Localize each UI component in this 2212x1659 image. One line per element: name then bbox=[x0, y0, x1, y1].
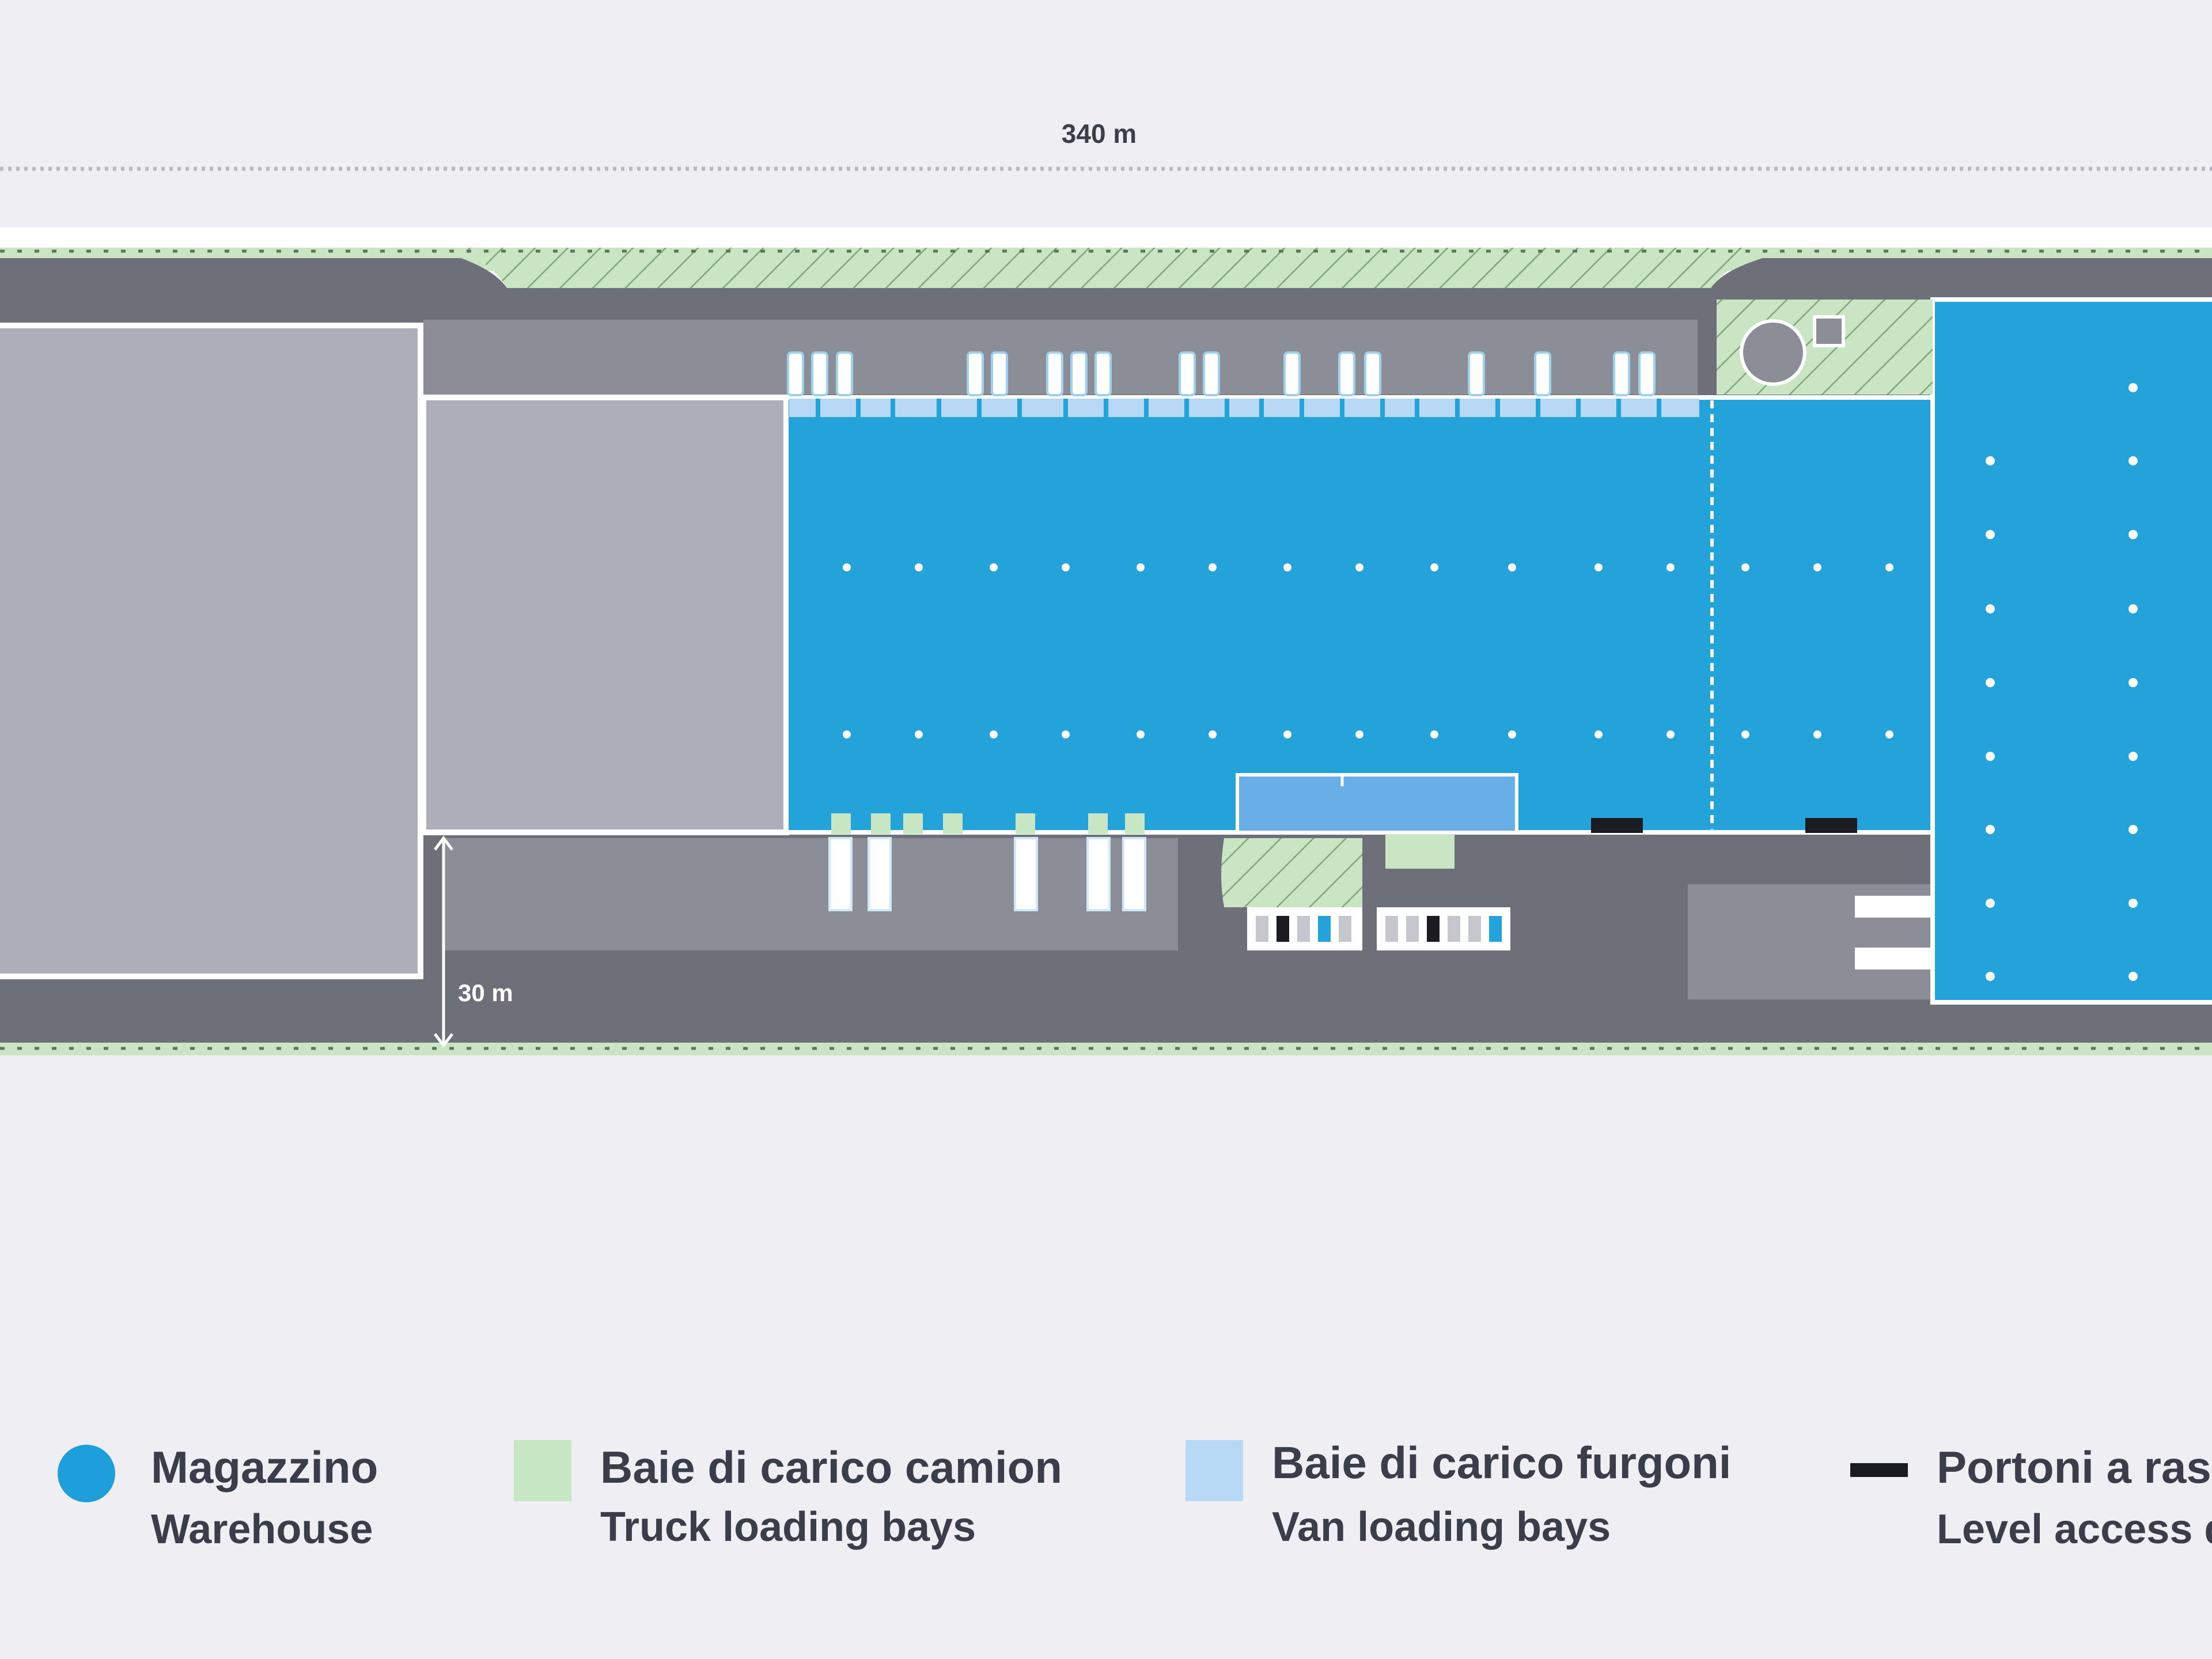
legend-item-warehouse: Magazzino Warehouse bbox=[58, 1429, 461, 1578]
truck-bay-swatch-icon bbox=[514, 1440, 571, 1501]
legend-label-it: Magazzino bbox=[151, 1442, 378, 1493]
van-bay-dividers bbox=[816, 399, 1661, 417]
width-arrow-bottom bbox=[434, 1033, 453, 1048]
legend-label-it: Portoni a ras bbox=[1937, 1442, 2211, 1493]
width-arrow-top bbox=[434, 835, 453, 851]
width-dimension-label: 30 m bbox=[458, 979, 513, 1006]
warehouse-swatch-icon bbox=[58, 1445, 115, 1502]
car-parking bbox=[1247, 907, 1510, 950]
length-dimension-label: 340 m bbox=[1062, 119, 1137, 149]
office-block bbox=[1236, 773, 1518, 834]
legend-label-it: Baie di carico furgoni bbox=[1272, 1437, 1732, 1488]
pump-house bbox=[1813, 315, 1845, 347]
legend-label-en: Van loading bays bbox=[1272, 1504, 1611, 1550]
landscape-office bbox=[1221, 838, 1362, 907]
existing-building-left bbox=[0, 323, 423, 979]
level-door-swatch-icon bbox=[1850, 1463, 1908, 1477]
legend-label-en: Level access d bbox=[1937, 1506, 2212, 1552]
trucks bbox=[828, 837, 1146, 911]
van-bay-swatch-icon bbox=[1185, 1440, 1243, 1501]
warehouse-right bbox=[1930, 297, 2212, 1005]
landscape-top bbox=[461, 248, 1763, 288]
van-bay-strip bbox=[789, 399, 1699, 417]
legend-label-en: Truck loading bays bbox=[600, 1504, 976, 1550]
warehouse-columns bbox=[843, 563, 1893, 738]
legend-label-it: Baie di carico camion bbox=[600, 1442, 1062, 1493]
legend-item-truck-bays: Baie di carico camion Truck loading bays bbox=[514, 1429, 1147, 1578]
warehouse-main bbox=[784, 395, 1935, 835]
level-door-2 bbox=[1805, 818, 1857, 833]
landscape-entry bbox=[1385, 834, 1455, 869]
water-tank bbox=[1740, 319, 1806, 386]
existing-building-middle bbox=[421, 395, 789, 835]
legend-label-en: Warehouse bbox=[151, 1506, 373, 1552]
warehouse-right-columns bbox=[1986, 383, 2138, 981]
legend: Magazzino Warehouse Baie di carico camio… bbox=[0, 1429, 2212, 1578]
truck-bays bbox=[831, 813, 1145, 834]
legend-item-van-bays: Baie di carico furgoni Van loading bays bbox=[1185, 1429, 1819, 1578]
legend-item-level-doors: Portoni a ras Level access d bbox=[1850, 1429, 2212, 1578]
yard-bottom bbox=[444, 838, 1178, 950]
level-door-1 bbox=[1591, 818, 1643, 833]
vans-top bbox=[787, 351, 1656, 396]
